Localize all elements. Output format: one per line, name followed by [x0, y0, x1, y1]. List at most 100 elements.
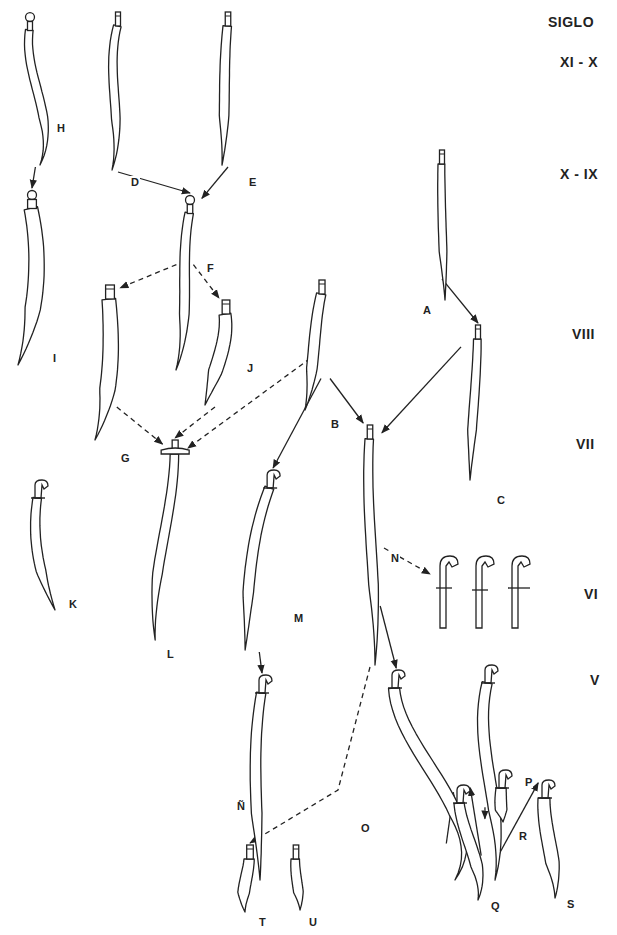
- sword-hilt: [440, 150, 445, 164]
- grip-line: [106, 289, 115, 290]
- sword-drawing: [211, 10, 245, 167]
- solid-arrow: [273, 379, 321, 469]
- grip-line: [476, 329, 481, 330]
- sword-drawing: [528, 778, 562, 900]
- solid-arrow: [380, 606, 396, 668]
- type-letter: M: [293, 612, 304, 624]
- sword-hilt: [25, 13, 34, 22]
- type-letter: L: [166, 648, 175, 660]
- sword-hilt: [457, 785, 470, 803]
- century-label: SIGLO: [548, 14, 594, 30]
- sword-node: F: [173, 193, 207, 372]
- sword-blade: [538, 798, 559, 898]
- dashed-arrow: [117, 407, 163, 444]
- type-letter: A: [422, 304, 432, 316]
- sword-drawing: [425, 148, 459, 302]
- hilt-guard: [495, 787, 509, 788]
- sword-blade: [18, 207, 44, 365]
- hilt-sketch: [436, 556, 530, 628]
- type-letter: N: [390, 552, 400, 564]
- sword-blade: [152, 454, 179, 640]
- solid-arrow: [118, 172, 190, 193]
- type-letter: K: [68, 598, 78, 610]
- sword-blade: [495, 788, 507, 822]
- dashed-arrow: [120, 265, 176, 288]
- sword-drawing: [21, 478, 57, 612]
- sword-node: R: [485, 768, 519, 824]
- sword-node: J: [203, 298, 243, 407]
- type-letter: S: [566, 898, 575, 910]
- sword-hilt: [485, 665, 498, 683]
- century-label: XI - X: [560, 54, 598, 70]
- sword-drawing: [15, 188, 49, 367]
- sword-hilt: [27, 22, 32, 31]
- type-letter: D: [130, 176, 140, 188]
- type-letter: C: [496, 494, 506, 506]
- grip-line: [247, 849, 254, 850]
- sword-node: E: [211, 10, 245, 167]
- grip-line: [367, 429, 373, 430]
- sword-blade: [305, 293, 326, 410]
- sword-hilt: [542, 780, 555, 798]
- sword-node: U: [279, 843, 313, 912]
- sword-node: B: [303, 278, 339, 412]
- type-letter: G: [120, 452, 131, 464]
- century-label: VIII: [572, 326, 595, 342]
- sword-blade: [219, 26, 231, 165]
- sword-blade: [478, 682, 502, 880]
- sword-node: N: [353, 423, 387, 667]
- sword-drawing: [241, 468, 287, 652]
- hilt-guard: [31, 497, 45, 498]
- sword-blade: [24, 29, 48, 165]
- sword-drawing: [13, 10, 50, 167]
- grip-line: [222, 304, 230, 305]
- type-letter: B: [330, 418, 340, 430]
- sword-hilt: [116, 12, 121, 26]
- dashed-arrow: [250, 667, 370, 843]
- type-letter: E: [248, 176, 257, 188]
- sword-blade: [438, 164, 447, 300]
- type-letter: Q: [490, 900, 501, 912]
- sword-node: H: [13, 10, 50, 167]
- sword-drawing: [461, 323, 495, 482]
- hilt-guard: [388, 687, 402, 688]
- sword-blade: [243, 486, 274, 650]
- sword-drawing: [101, 10, 135, 172]
- sword-hilt: [28, 200, 37, 209]
- sword-hilt: [392, 670, 405, 688]
- sword-hilt: [225, 12, 231, 26]
- sword-blade: [31, 497, 55, 610]
- sword-node: Q: [443, 783, 485, 902]
- sword-hilt: [187, 205, 193, 214]
- type-letter: P: [524, 776, 533, 788]
- type-letter: I: [52, 352, 57, 364]
- type-letter: O: [360, 822, 371, 834]
- dashed-arrow: [175, 407, 215, 438]
- type-letter: R: [518, 830, 528, 842]
- solid-arrow: [484, 807, 485, 819]
- solid-arrow: [259, 652, 262, 673]
- type-letter: U: [308, 916, 318, 928]
- hilt-guard: [453, 802, 467, 803]
- grip-line: [116, 16, 121, 17]
- sword-drawing: [173, 193, 207, 372]
- sword-blade: [364, 439, 379, 665]
- century-label: V: [590, 672, 600, 688]
- sword-node: I: [15, 188, 49, 367]
- sword-drawing: [150, 438, 192, 642]
- type-letter: T: [258, 916, 267, 928]
- sword-hilt: [222, 300, 230, 314]
- sword-drawing: [203, 298, 243, 407]
- type-letter: J: [246, 362, 254, 374]
- sword-blade: [205, 313, 232, 405]
- type-letter: F: [206, 262, 215, 274]
- sword-blade: [176, 212, 193, 370]
- grip-line: [225, 16, 231, 17]
- sword-node: D: [101, 10, 135, 172]
- solid-arrow: [330, 379, 363, 424]
- sword-hilt: [247, 845, 254, 859]
- sword-node: A: [425, 148, 459, 302]
- sword-node: O: [378, 668, 469, 882]
- sword-drawing: [353, 423, 387, 667]
- century-label: X - IX: [560, 166, 598, 182]
